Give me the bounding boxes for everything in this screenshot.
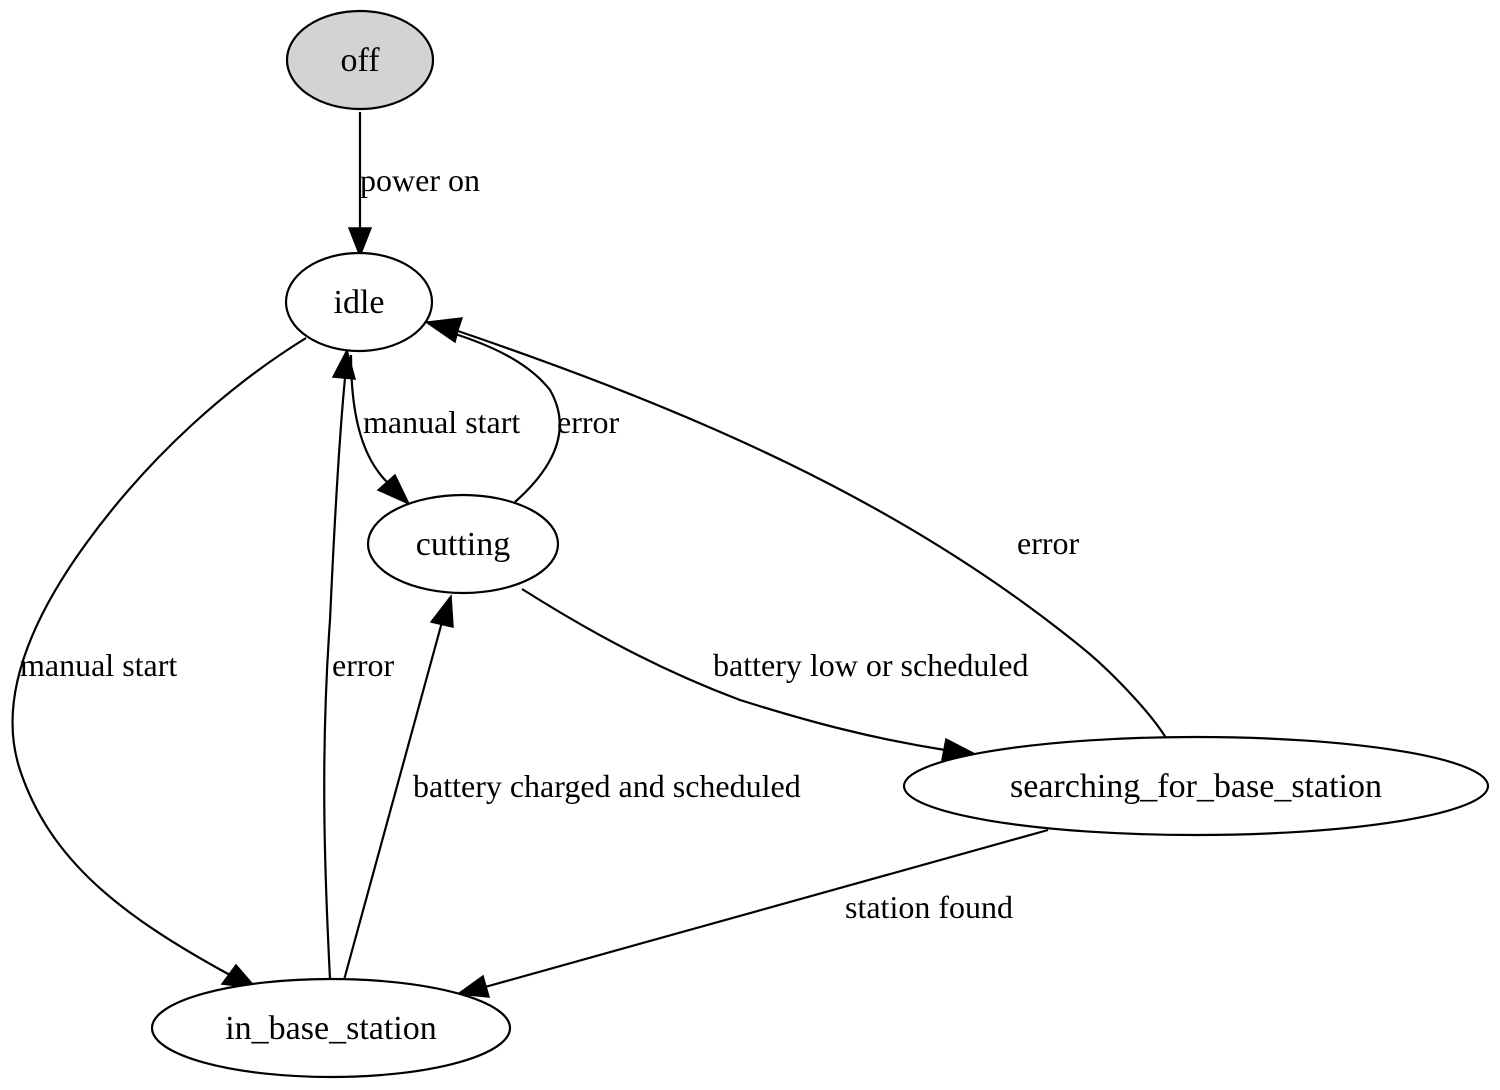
edge-cutting-to-search [521, 588, 946, 752]
edge-search-to-idle [451, 327, 1167, 739]
state-in-base-station-shape [150, 977, 512, 1079]
edge-labels: power on manual start error error manual… [20, 162, 1080, 925]
state-off-shape [285, 9, 435, 111]
edge-search-to-base [484, 828, 1049, 989]
arrowhead-idle-to-cutting [376, 473, 411, 506]
state-idle[interactable]: idle [284, 251, 434, 353]
edge-lines [11, 112, 1167, 989]
state-cutting-shape [366, 493, 560, 595]
state-cutting[interactable]: cutting [366, 493, 560, 595]
state-cutting-label: cutting [416, 526, 510, 563]
edge-label-battery-low-or-scheduled: battery low or scheduled [713, 647, 1028, 683]
state-idle-shape [284, 251, 434, 353]
edge-base-to-cutting [342, 621, 444, 981]
edge-label-idle-base-manual-start: manual start [20, 647, 177, 683]
edge-label-cutting-idle-error: error [557, 404, 620, 440]
state-off-label: off [340, 42, 380, 79]
edge-base-to-idle [323, 377, 347, 980]
edge-cutting-to-idle [451, 331, 561, 503]
state-searching-for-base-station-label: searching_for_base_station [1010, 768, 1382, 805]
edge-label-station-found: station found [845, 889, 1013, 925]
state-idle-label: idle [334, 284, 385, 321]
edge-label-power-on: power on [360, 162, 480, 198]
arrowhead-search-to-base [455, 974, 491, 998]
arrowhead-off-to-idle [347, 227, 373, 259]
state-searching-for-base-station-shape [902, 735, 1490, 837]
edge-arrowheads [220, 227, 978, 998]
edge-label-search-idle-error: error [1017, 525, 1080, 561]
state-searching-for-base-station[interactable]: searching_for_base_station [902, 735, 1490, 837]
arrowhead-base-to-idle [331, 347, 357, 380]
state-off[interactable]: off [285, 9, 435, 111]
arrowhead-search-to-idle [425, 317, 464, 341]
edge-label-battery-charged-and-scheduled: battery charged and scheduled [413, 768, 801, 804]
state-in-base-station[interactable]: in_base_station [150, 977, 512, 1079]
arrowhead-base-to-cutting [429, 593, 454, 628]
state-in-base-station-label: in_base_station [225, 1010, 437, 1047]
edge-label-idle-cutting-manual-start: manual start [363, 404, 520, 440]
edge-label-base-idle-error: error [332, 647, 395, 683]
edge-idle-to-base [11, 337, 307, 976]
